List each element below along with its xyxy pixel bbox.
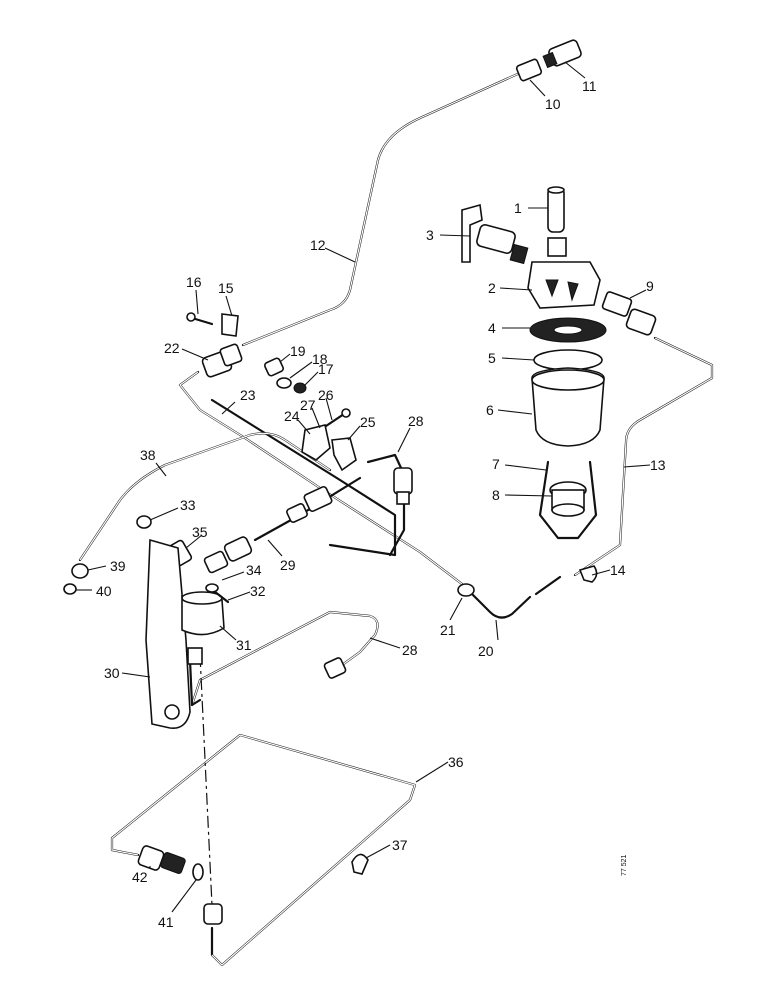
nut-28-lower — [323, 657, 347, 679]
callout-8: 8 — [492, 487, 500, 503]
callout-13: 13 — [650, 457, 666, 473]
callout-24: 24 — [284, 408, 300, 424]
callout-6: 6 — [486, 402, 494, 418]
connector-28-upper — [393, 467, 413, 505]
callout-34: 34 — [246, 562, 262, 578]
callout-25: 25 — [360, 414, 376, 430]
callout-21: 21 — [440, 622, 456, 638]
callout-12: 12 — [310, 237, 326, 253]
inlet-tube-1 — [547, 186, 565, 233]
callout-35: 35 — [192, 524, 208, 540]
callout-32: 32 — [250, 583, 266, 599]
callout-27: 27 — [300, 397, 316, 413]
outlet-fitting-9 — [601, 291, 657, 336]
callout-10: 10 — [545, 96, 561, 112]
washer-41 — [192, 863, 204, 881]
sleeve-19 — [263, 357, 285, 377]
union-29 — [286, 485, 333, 523]
bolt-32 — [205, 583, 230, 604]
connector-22 — [201, 343, 243, 378]
callout-33: 33 — [180, 497, 196, 513]
callout-40: 40 — [96, 583, 112, 599]
mounting-bracket-30 — [145, 538, 191, 729]
leader-lines — [76, 61, 651, 913]
clip-14 — [578, 565, 598, 583]
callout-28b: 28 — [402, 642, 418, 658]
bowl-retainer-7 — [538, 460, 598, 540]
bleed-valve-3 — [461, 203, 529, 265]
callout-28a: 28 — [408, 413, 424, 429]
fitting-lower-bracket — [187, 647, 203, 665]
callout-5: 5 — [488, 350, 496, 366]
callout-36: 36 — [448, 754, 464, 770]
callout-30: 30 — [104, 665, 120, 681]
callout-19: 19 — [290, 343, 306, 359]
alignment-centerline — [199, 654, 213, 906]
callout-16: 16 — [186, 274, 202, 290]
clip-25 — [331, 437, 357, 472]
callout-9: 9 — [646, 278, 654, 294]
clip-37 — [351, 853, 369, 875]
callout-4: 4 — [488, 320, 496, 336]
union-39 — [71, 563, 89, 579]
bracket-24 — [301, 424, 331, 461]
clip-21 — [457, 583, 475, 597]
callout-11: 11 — [582, 78, 597, 94]
clip-15 — [221, 313, 239, 337]
callout-22: 22 — [164, 340, 180, 356]
callout-38: 38 — [140, 447, 156, 463]
banjo-fitting-34 — [203, 536, 253, 574]
nut-40 — [63, 583, 77, 595]
pipe-29 — [253, 476, 362, 542]
callout-39: 39 — [110, 558, 126, 574]
drawing-reference: 77 521 — [621, 854, 628, 876]
sealing-ring-5 — [533, 349, 603, 371]
callout-20: 20 — [478, 643, 494, 659]
olive-18 — [276, 377, 292, 389]
nut-17 — [293, 382, 307, 394]
callout-18: 18 — [312, 351, 328, 367]
bolt-16 — [186, 312, 214, 326]
gauze-4 — [529, 317, 607, 343]
nut-33 — [136, 515, 152, 529]
retainer-nut-8 — [549, 481, 587, 517]
filter-head-2 — [527, 237, 601, 309]
nut-36-end — [203, 903, 223, 925]
nut-10 — [515, 58, 543, 82]
filter-bowl-6 — [531, 367, 605, 447]
callout-31: 31 — [236, 637, 252, 653]
filter-body-31 — [181, 591, 225, 636]
callout-42: 42 — [132, 869, 148, 885]
pipe-20 — [468, 590, 532, 619]
callout-26: 26 — [318, 387, 334, 403]
callout-1: 1 — [514, 200, 522, 216]
callout-41: 41 — [158, 914, 174, 930]
callout-15: 15 — [218, 280, 234, 296]
union-42 — [137, 845, 186, 874]
callout-29: 29 — [280, 557, 296, 573]
pipe-38 — [78, 432, 332, 562]
callout-17: 17 — [318, 361, 334, 377]
callout-37: 37 — [392, 837, 408, 853]
callout-23: 23 — [240, 387, 256, 403]
connector-11 — [542, 39, 582, 69]
callout-7: 7 — [492, 456, 500, 472]
callout-2: 2 — [488, 280, 496, 296]
callout-14: 14 — [610, 562, 626, 578]
callout-3: 3 — [426, 227, 434, 243]
